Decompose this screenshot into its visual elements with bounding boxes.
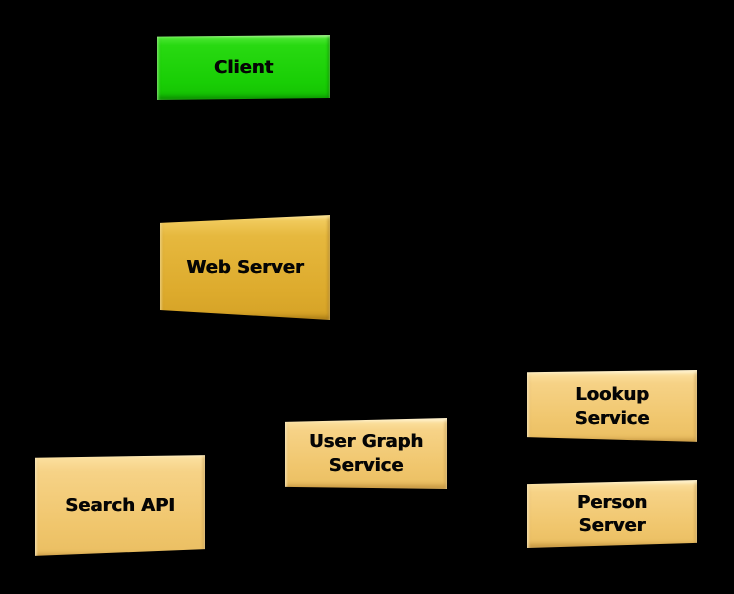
node-search-api-label: Search API bbox=[65, 494, 175, 516]
node-person-server: Person Server bbox=[527, 480, 697, 548]
node-user-graph-service-label: User Graph Service bbox=[308, 431, 424, 476]
node-web-server: Web Server bbox=[160, 215, 330, 320]
node-lookup-service-label: Lookup Service bbox=[574, 384, 650, 429]
node-lookup-service: Lookup Service bbox=[527, 370, 697, 442]
node-user-graph-service: User Graph Service bbox=[285, 418, 447, 489]
node-search-api: Search API bbox=[35, 455, 205, 556]
node-client: Client bbox=[157, 35, 330, 100]
node-client-label: Client bbox=[213, 56, 274, 78]
node-web-server-label: Web Server bbox=[186, 256, 304, 278]
node-person-server-label: Person Server bbox=[576, 491, 648, 536]
